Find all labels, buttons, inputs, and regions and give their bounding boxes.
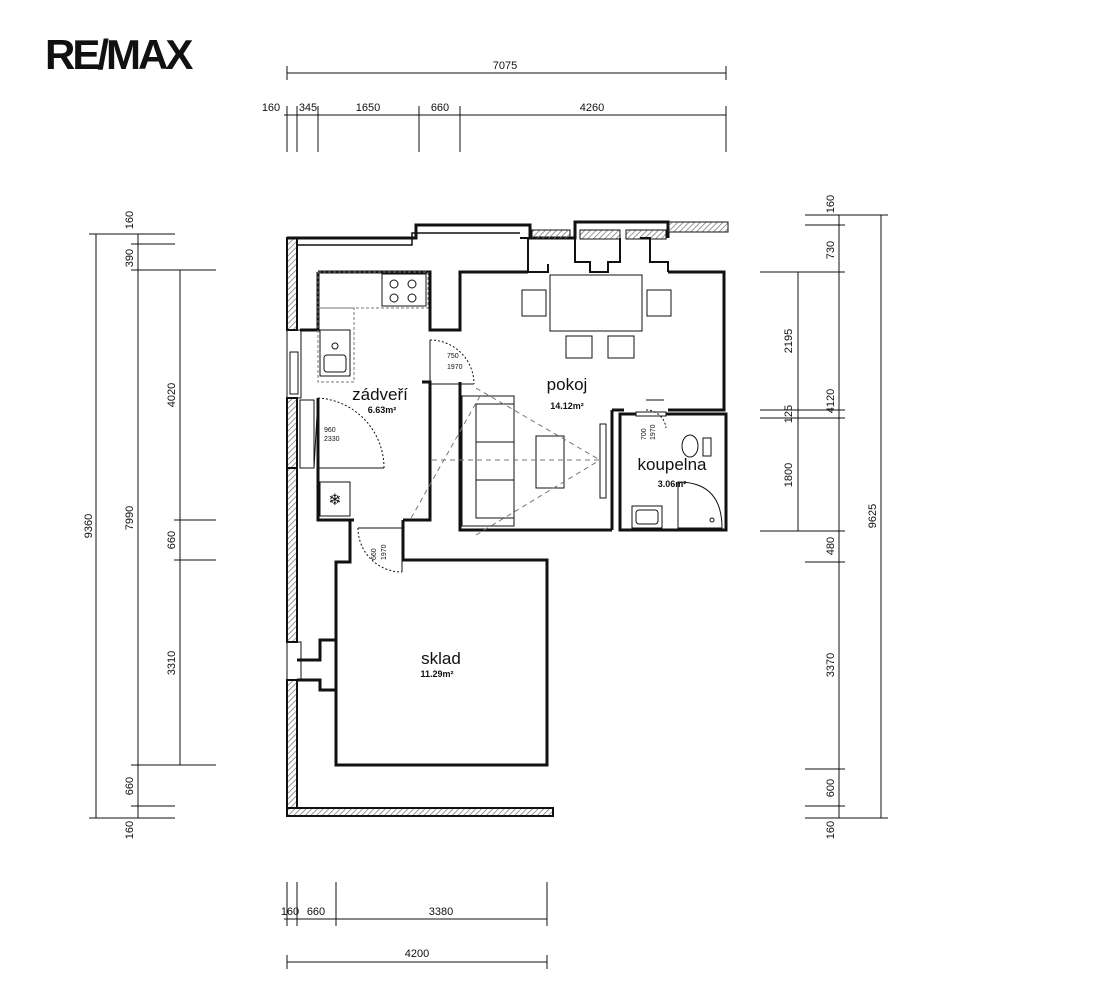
shower-icon [677, 481, 723, 529]
room-name-storage: sklad [421, 649, 461, 668]
sofa-icon [461, 395, 515, 527]
dim-bottom-seg-3: 3380 [429, 906, 453, 918]
dim-right-seg-2: 730 [825, 241, 837, 259]
svg-text:❄: ❄ [328, 490, 341, 509]
door-bathroom [645, 399, 667, 429]
dim-bottom-total: 4200 [405, 948, 429, 960]
door-living-height: 1970 [447, 364, 463, 371]
kitchen-counter [317, 271, 429, 383]
remax-logo: RE/MAX [45, 31, 193, 78]
dim-top-seg-4: 660 [431, 102, 449, 114]
sink-icon [319, 329, 351, 377]
dim-left-seg-4: 660 [124, 777, 136, 795]
stove-icon [381, 273, 427, 307]
door-entrance-width: 960 [324, 427, 336, 434]
dim-right-total: 9625 [867, 504, 879, 528]
room-name-living: pokoj [547, 375, 588, 394]
coffee-table [535, 435, 565, 489]
door-storage [357, 527, 403, 573]
dim-bottom-seg-1: 160 [281, 906, 299, 918]
fan-icon: ❄ [319, 481, 351, 517]
storage-walls [297, 518, 549, 767]
dim-left-seg-5: 160 [124, 821, 136, 839]
dim-top-total: 7075 [493, 60, 517, 72]
dim-top-seg-1: 160 [262, 102, 280, 114]
door-living-width: 750 [447, 353, 459, 360]
dim-right-seg-3: 2195 [783, 329, 795, 353]
room-name-bathroom: koupelna [637, 455, 707, 474]
room-area-storage: 11.29m² [420, 669, 453, 679]
dim-top-seg-2: 345 [299, 102, 317, 114]
dim-left-inner-1: 4020 [166, 383, 178, 407]
bathroom-vent [635, 411, 667, 417]
room-area-bathroom: 3.06m² [658, 479, 687, 489]
right-dimension-lines [760, 214, 888, 819]
dim-right-seg-4: 125 [783, 405, 795, 423]
dim-top-seg-5: 4260 [580, 102, 604, 114]
door-entrance-height: 2330 [324, 436, 340, 443]
room-area-living: 14.12m² [550, 401, 584, 411]
room-name-hall: zádveří [352, 385, 408, 404]
dim-bottom-seg-2: 660 [307, 906, 325, 918]
dim-right-inner: 4120 [825, 389, 837, 413]
dining-table [549, 274, 643, 332]
view-lines [409, 387, 601, 536]
dim-right-seg-8: 600 [825, 779, 837, 797]
door-storage-height: 1970 [381, 544, 388, 560]
door-storage-width: 660 [371, 548, 378, 560]
chairs [521, 289, 672, 359]
walls [286, 220, 729, 817]
tv-icon [599, 423, 607, 499]
left-dimension-lines [89, 233, 216, 819]
room-area-hall: 6.63m² [368, 405, 397, 415]
dim-left-seg-2: 390 [124, 249, 136, 267]
windows [286, 329, 315, 681]
bathroom-walls [618, 412, 728, 532]
door-bathroom-height: 1970 [650, 424, 657, 440]
dim-left-inner-3: 3310 [166, 651, 178, 675]
dim-left-total: 9360 [83, 514, 95, 538]
dim-right-seg-7: 3370 [825, 653, 837, 677]
dim-right-seg-9: 160 [825, 821, 837, 839]
bottom-dimension-lines [284, 882, 548, 969]
door-bathroom-width: 700 [641, 428, 648, 440]
dim-right-seg-5: 1800 [783, 463, 795, 487]
dim-left-seg-3: 7990 [124, 506, 136, 530]
dim-right-seg-6: 480 [825, 537, 837, 555]
door-living [429, 339, 475, 385]
toilet-icon [681, 434, 712, 458]
washbasin-icon [631, 505, 663, 529]
dim-left-inner-2: 660 [166, 531, 178, 549]
top-dimension-lines [284, 66, 727, 152]
dim-right-seg-1: 160 [825, 195, 837, 213]
living-room-walls [458, 270, 726, 532]
door-entrance [313, 397, 385, 469]
dim-left-seg-1: 160 [124, 211, 136, 229]
dim-top-seg-3: 1650 [356, 102, 380, 114]
